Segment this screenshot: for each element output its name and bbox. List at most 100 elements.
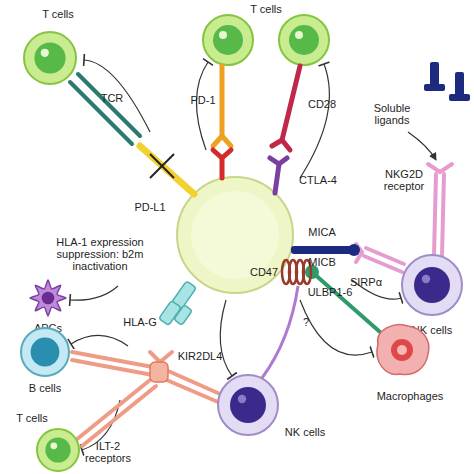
- inhibition-arcs: [300, 64, 329, 178]
- nkg2d-receptor: [428, 164, 452, 172]
- highlight: [41, 49, 49, 57]
- nkg2d-receptor: [366, 248, 404, 264]
- inhibition-arcs: [196, 62, 208, 150]
- block-cross: [150, 154, 174, 178]
- nkg2d-receptor: [442, 174, 444, 256]
- cell-nucleus: [230, 387, 266, 423]
- nkg2d-receptor: [434, 174, 436, 256]
- t-cell-symbol: [279, 15, 329, 65]
- ctla4-receptor: [270, 158, 287, 193]
- mica-ligand: [291, 246, 353, 254]
- pd1-receptor: [220, 66, 225, 136]
- inhibition-arcs: [220, 300, 232, 376]
- annotation-label: NKG2D receptor: [376, 168, 432, 192]
- kir2dl4-core: [150, 362, 168, 382]
- tumor-cell: [191, 191, 279, 279]
- pdl1-ligand: [213, 150, 231, 178]
- tcr-receptor: [70, 82, 132, 144]
- pdl1-ligand: [140, 146, 194, 194]
- annotation-label: SIRPα: [350, 276, 382, 288]
- kir2dl4-receptor: [72, 360, 158, 376]
- kir2dl4-receptor: [72, 352, 220, 446]
- kir2dl4-receptor: [76, 380, 150, 440]
- cell-shape: [377, 325, 429, 375]
- annotation-label: Soluble ligands: [364, 102, 420, 126]
- soluble-ligand: [424, 62, 470, 101]
- annotation-label: MICB: [308, 256, 336, 268]
- cell-label: NK cells: [285, 426, 325, 438]
- cd28-receptor: [272, 66, 300, 150]
- kir2dl4-receptor: [150, 352, 172, 362]
- cell-node: T cells: [0, 407, 81, 473]
- t-cell-symbol: [289, 25, 319, 55]
- highlight: [422, 275, 430, 283]
- kir2dl4-core: [150, 362, 168, 382]
- tcr-receptor: [78, 74, 140, 136]
- t-cell-symbol: [295, 31, 303, 39]
- highlight: [50, 442, 57, 449]
- cd28-receptor: [282, 66, 300, 140]
- cell-nucleus: [31, 338, 60, 367]
- soluble-ligand: [424, 84, 445, 91]
- cell-label: Macrophages: [377, 390, 444, 402]
- highlight: [397, 345, 407, 355]
- annotation-label: CD47: [250, 266, 278, 278]
- cell-nucleus: [34, 42, 65, 73]
- annotation-label: PD-L1: [134, 201, 165, 213]
- ctla4-receptor: [270, 158, 287, 164]
- cd47-coil: [282, 260, 311, 284]
- pdl1-ligand: [140, 146, 194, 194]
- cell-nucleus: [391, 339, 413, 361]
- cell-node: NK cells: [216, 373, 343, 443]
- cell-shape: [30, 280, 66, 316]
- hla-g-molecule: [174, 305, 193, 325]
- cell-shape: [24, 32, 76, 84]
- cell-nucleus: [45, 437, 70, 462]
- cell-label: T cells: [42, 8, 74, 20]
- t-cell-symbol: [203, 15, 253, 65]
- hla-g-molecule: [159, 281, 197, 326]
- t-cell-symbol: [219, 31, 227, 39]
- pdl1-ligand: [213, 150, 231, 158]
- annotation-label: ILT-2 receptors: [78, 440, 138, 464]
- cell-node: Macrophages: [372, 322, 448, 407]
- b-cell-body: [21, 328, 69, 376]
- annotation-label: HLA-1 expression suppression: b2m inacti…: [50, 236, 150, 272]
- ctla4-receptor: [275, 164, 279, 193]
- inhibition-arcs: [71, 335, 128, 346]
- annotation-label: KIR2DL4: [178, 350, 223, 362]
- ligand-arrow: [408, 132, 436, 160]
- macrophage-body: [377, 325, 429, 375]
- t-cell-symbol: [213, 25, 243, 55]
- cell-node: B cells: [7, 326, 83, 399]
- soluble-ligand: [449, 94, 470, 101]
- kir2dl4-receptor: [72, 352, 158, 368]
- t-cell-body: [24, 32, 76, 84]
- nk-cell-body: [402, 255, 462, 315]
- kir2dl4-receptor: [82, 386, 156, 446]
- inhibition-arcs: [70, 286, 118, 300]
- highlight: [238, 395, 246, 403]
- nk-cell-body: [218, 375, 278, 435]
- annotation-label: ?: [303, 316, 309, 328]
- block-cross: [150, 154, 174, 178]
- mica-ligand: [291, 244, 360, 256]
- kir2dl4-receptor: [162, 378, 218, 402]
- cell-shape: [218, 375, 278, 435]
- annotation-label: HLA-G: [123, 316, 157, 328]
- unknown-receptor: [262, 286, 298, 378]
- block-cross: [150, 154, 174, 178]
- tcr-receptor: [70, 74, 140, 144]
- annotation-label: PD-1: [190, 94, 215, 106]
- t-cell-symbol: [279, 15, 329, 65]
- cell-shape: [402, 255, 462, 315]
- annotation-label: MICA: [308, 226, 336, 238]
- cell-label: B cells: [29, 382, 61, 394]
- mica-ligand: [348, 244, 360, 256]
- t-cell-body: [37, 429, 79, 471]
- t-cell-symbol: [203, 15, 253, 65]
- annotation-label: T cells: [250, 3, 282, 15]
- annotation-label: CTLA-4: [299, 174, 337, 186]
- cell-nucleus: [42, 292, 55, 305]
